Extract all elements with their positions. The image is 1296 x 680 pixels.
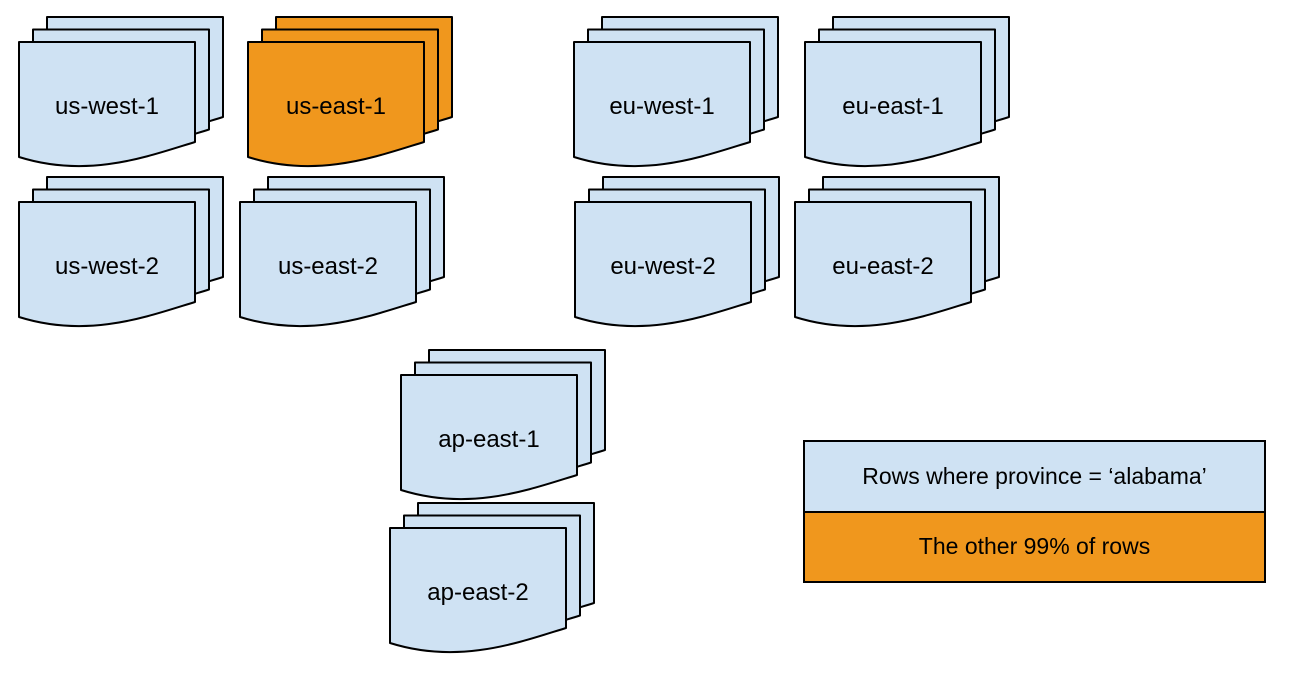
legend-row-alabama-label: Rows where province = ‘alabama’ bbox=[862, 462, 1207, 489]
region-stack-us-east-1: us-east-1 bbox=[246, 15, 456, 169]
region-stack-eu-east-1: eu-east-1 bbox=[803, 15, 1013, 169]
document-stack-icon: ap-east-2 bbox=[389, 502, 595, 654]
region-stack-us-west-1: us-west-1 bbox=[17, 15, 227, 169]
region-stack-eu-west-2: eu-west-2 bbox=[573, 175, 783, 329]
region-stack-ap-east-2: ap-east-2 bbox=[388, 501, 598, 655]
region-label: ap-east-1 bbox=[438, 426, 539, 453]
document-stack-icon: us-west-1 bbox=[18, 16, 224, 168]
region-stack-us-east-2: us-east-2 bbox=[238, 175, 448, 329]
legend-row-alabama: Rows where province = ‘alabama’ bbox=[805, 442, 1264, 511]
document-sheet bbox=[400, 374, 578, 501]
document-sheet bbox=[794, 201, 972, 328]
document-sheet bbox=[389, 527, 567, 654]
region-label: eu-east-1 bbox=[842, 93, 943, 120]
document-sheet bbox=[804, 41, 982, 168]
document-stack-icon: us-east-1 bbox=[247, 16, 453, 168]
region-label: us-west-2 bbox=[55, 253, 159, 280]
legend-row-other-label: The other 99% of rows bbox=[918, 533, 1151, 560]
region-label: eu-west-2 bbox=[610, 253, 715, 280]
legend: Rows where province = ‘alabama’ The othe… bbox=[803, 440, 1266, 583]
document-sheet bbox=[574, 201, 752, 328]
document-sheet bbox=[18, 201, 196, 328]
region-stack-eu-west-1: eu-west-1 bbox=[572, 15, 782, 169]
document-sheet bbox=[18, 41, 196, 168]
document-stack-icon: ap-east-1 bbox=[400, 349, 606, 501]
legend-row-other: The other 99% of rows bbox=[805, 510, 1264, 581]
region-stack-eu-east-2: eu-east-2 bbox=[793, 175, 1003, 329]
region-label: us-west-1 bbox=[55, 93, 159, 120]
document-stack-icon: us-west-2 bbox=[18, 176, 224, 328]
document-stack-icon: eu-west-1 bbox=[573, 16, 779, 168]
region-label: us-east-1 bbox=[286, 93, 386, 120]
document-stack-icon: eu-west-2 bbox=[574, 176, 780, 328]
document-sheet bbox=[239, 201, 417, 328]
region-label: ap-east-2 bbox=[427, 579, 528, 606]
region-stack-ap-east-1: ap-east-1 bbox=[399, 348, 609, 502]
document-stack-icon: eu-east-1 bbox=[804, 16, 1010, 168]
region-stack-us-west-2: us-west-2 bbox=[17, 175, 227, 329]
document-sheet bbox=[573, 41, 751, 168]
region-label: us-east-2 bbox=[278, 253, 378, 280]
document-sheet bbox=[247, 41, 425, 168]
region-label: eu-east-2 bbox=[832, 253, 933, 280]
region-label: eu-west-1 bbox=[609, 93, 714, 120]
document-stack-icon: eu-east-2 bbox=[794, 176, 1000, 328]
document-stack-icon: us-east-2 bbox=[239, 176, 445, 328]
